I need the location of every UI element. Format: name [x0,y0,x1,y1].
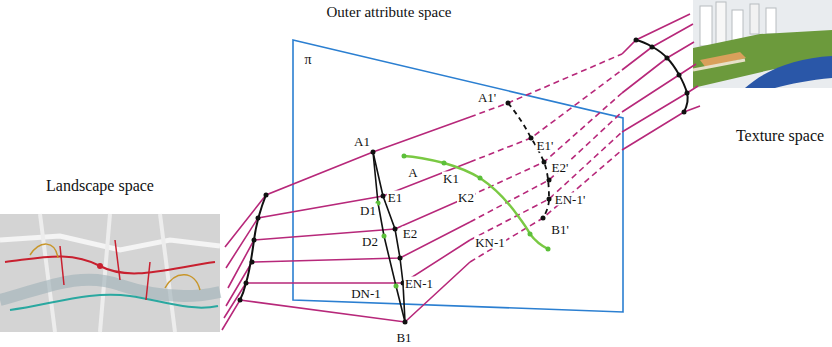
landscape-map [0,214,220,332]
plane-outline [293,40,623,312]
boundary-curve [240,195,266,300]
point-label: E1' [536,139,555,152]
texture-render [693,0,832,88]
point-label: A1 [353,135,371,148]
point-label: K2 [457,191,475,204]
projected-curve [404,156,548,249]
mapped-curve [508,103,549,218]
point-label: KN-1 [474,236,506,249]
point-label: EN-1 [404,277,434,290]
point-label: A1' [477,91,497,104]
projection-rays [222,14,700,330]
point-label: A [407,166,418,179]
point-label: EN-1' [554,193,587,206]
plane-title: Outer attribute space [326,5,453,20]
point-label: K1 [442,172,460,185]
point-label: E2 [402,227,418,240]
plane-symbol: π [303,53,312,67]
boundary-curve [636,40,688,112]
point-label: B1 [395,331,412,344]
point-label: E1 [387,191,403,204]
point-label: D2 [361,235,379,248]
point-label: B1' [550,223,570,236]
point-label: DN-1 [350,287,382,300]
point-label: E2' [551,161,570,174]
point-label: D1 [359,204,377,217]
space-label: Landscape space [45,178,155,194]
space-label: Texture space [735,128,825,144]
